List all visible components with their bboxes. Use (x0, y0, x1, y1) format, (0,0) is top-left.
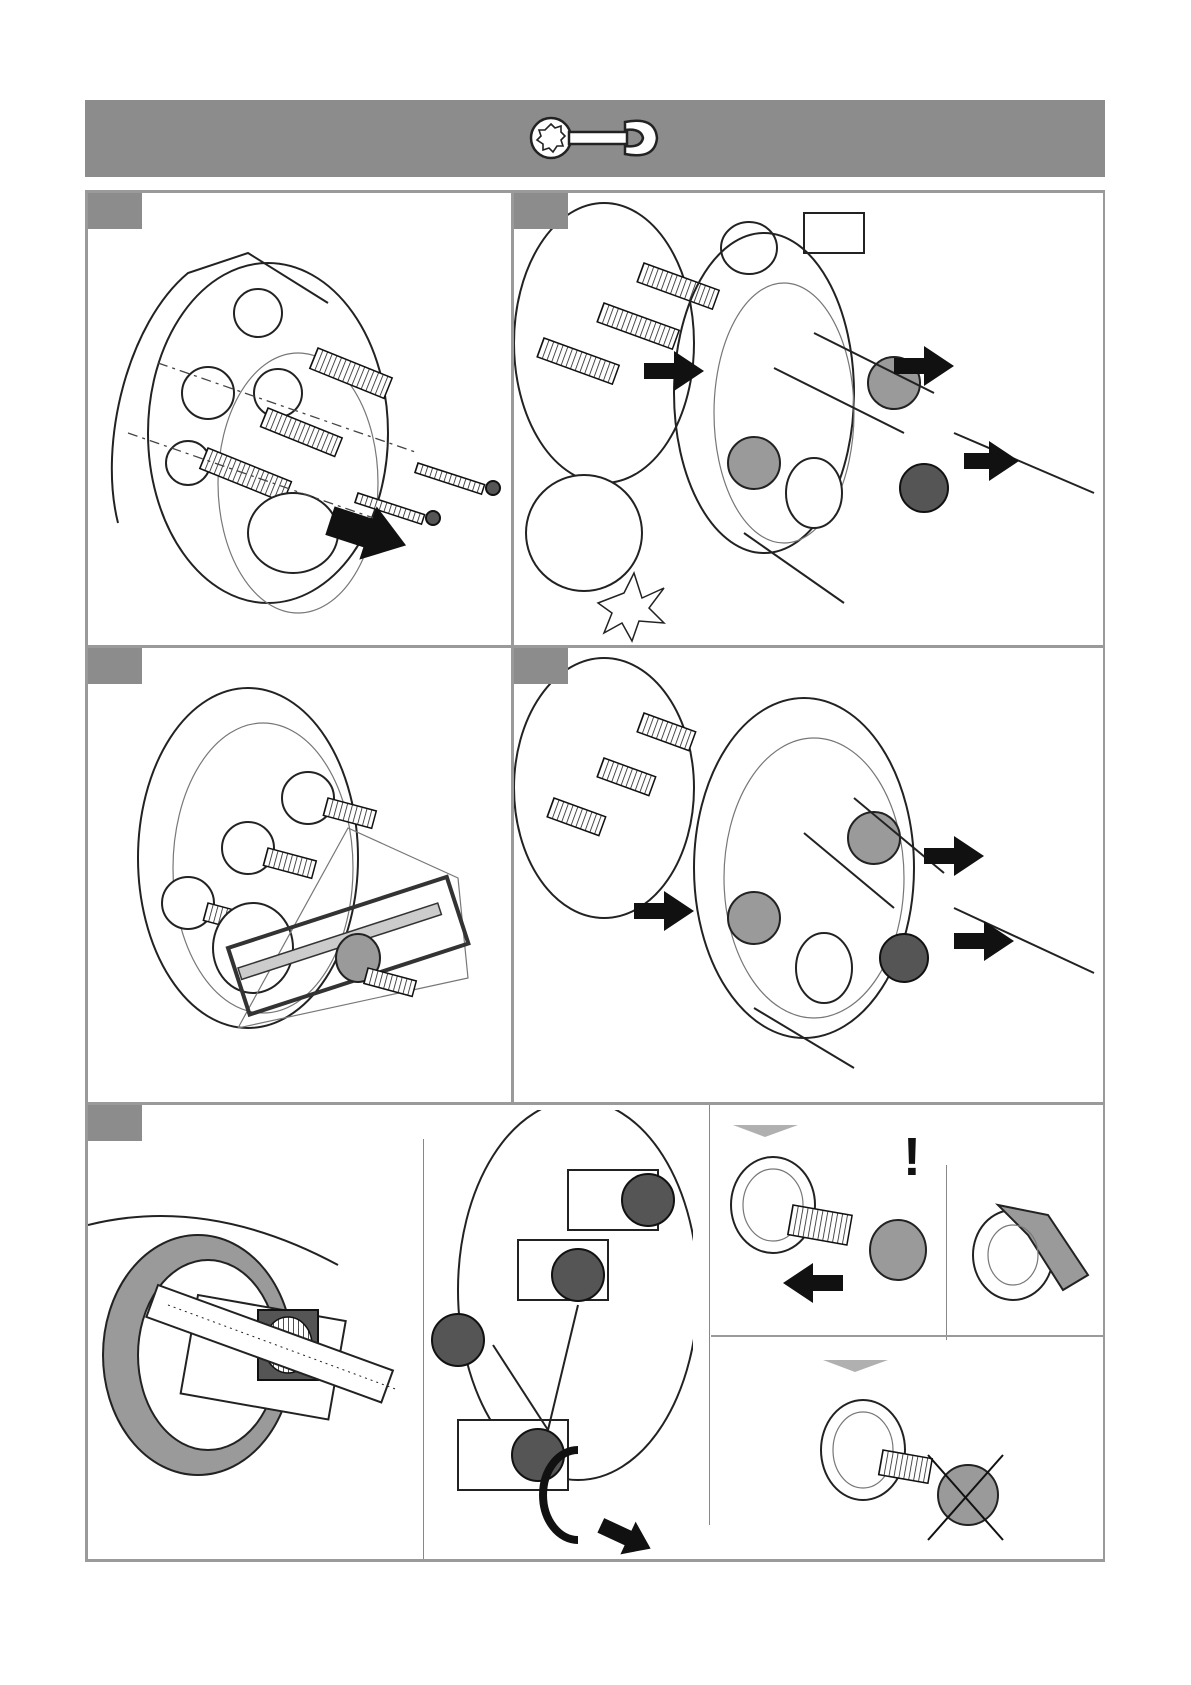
step-5-tab (88, 1105, 142, 1141)
adapter-detail-icon (958, 1165, 1098, 1330)
divider (711, 1335, 1105, 1337)
adapter-insert-icon: ! (713, 1105, 943, 1330)
step-1-tab (88, 193, 142, 229)
rotate-arrow-icon (428, 1110, 693, 1555)
spanner-wrench-icon (525, 112, 665, 164)
header-bar (85, 100, 1105, 177)
step-5-panel: ! (86, 1103, 1105, 1561)
step-2-tab (514, 193, 568, 229)
step-1-panel (86, 191, 513, 647)
long-screws-insert-icon (88, 193, 513, 645)
step-3-panel (86, 646, 513, 1104)
ruler-icon (88, 1145, 418, 1545)
step-4-tab (514, 648, 568, 684)
divider (709, 1105, 710, 1525)
adapter-wrong-icon (713, 1340, 1103, 1555)
step-3-tab (88, 648, 142, 684)
warning-mark: ! (903, 1127, 921, 1187)
step-4-panel (512, 646, 1105, 1104)
screws-into-cover-icon (514, 193, 1105, 645)
divider (946, 1165, 947, 1340)
hacksaw-cut-icon (88, 648, 513, 1102)
divider (423, 1139, 424, 1559)
step-2-panel (512, 191, 1105, 647)
remove-screws-icon (514, 648, 1105, 1102)
